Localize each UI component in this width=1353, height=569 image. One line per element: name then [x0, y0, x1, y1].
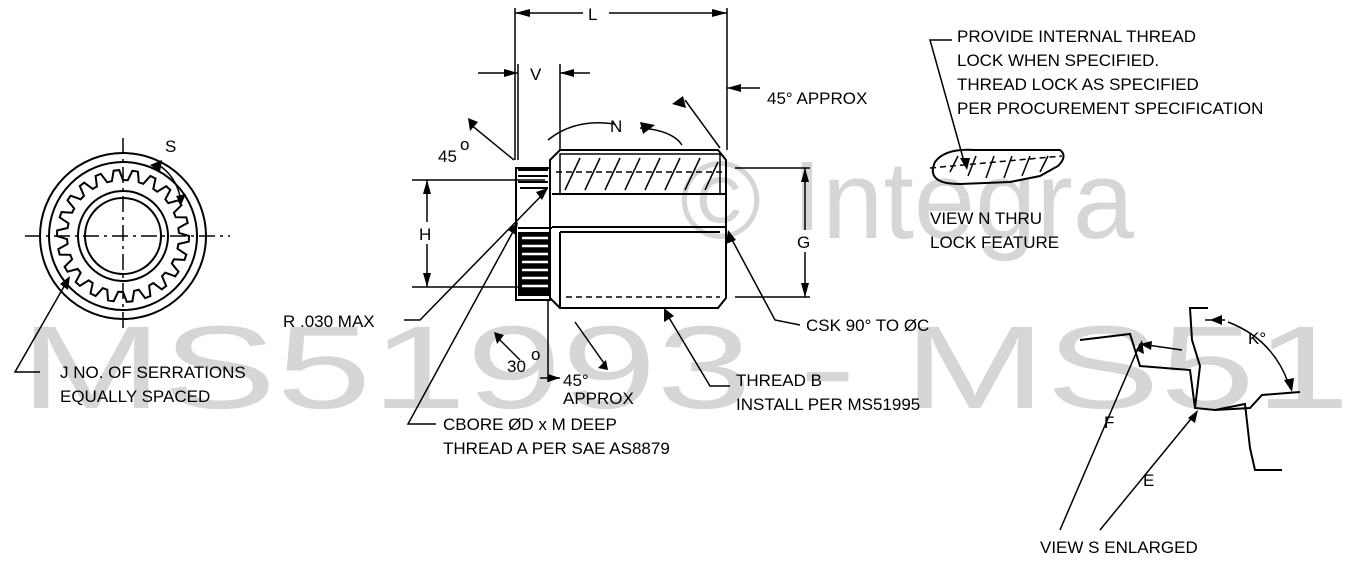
radius-note: R .030 MAX	[283, 312, 375, 331]
dim-V-label: V	[530, 65, 542, 84]
cbore-leader	[406, 227, 516, 425]
cbore-note-line1: CBORE ØD x M DEEP	[443, 415, 617, 434]
view-s: F E K° VIEW S ENLARGED	[1040, 307, 1301, 557]
dim-G-arrow-t	[801, 168, 809, 182]
serrations-note-line2: EQUALLY SPACED	[60, 387, 210, 406]
view-s-arrowhead-2	[176, 194, 186, 205]
dim-H-label: H	[419, 225, 431, 244]
angle-45-left-arrow	[468, 118, 478, 131]
angle-30-label: 30	[507, 357, 526, 376]
csk-note: CSK 90° TO ØC	[806, 316, 929, 335]
watermark: © Integra MS51993 - MS51	[20, 139, 1350, 434]
thread-b-line1: THREAD B	[736, 371, 822, 390]
end-view-bore-inner	[84, 197, 162, 275]
angle-45-top-label: 45° APPROX	[767, 89, 867, 108]
serrations-leader	[13, 282, 67, 373]
lock-note-line3: THREAD LOCK AS SPECIFIED	[957, 75, 1199, 94]
end-view-bore-outer	[77, 190, 169, 282]
dim-K-label: K°	[1248, 329, 1266, 348]
thread-b-leader	[667, 315, 730, 387]
angle-45-left-label: 45	[438, 147, 457, 166]
dim-H-arrow-t	[423, 180, 431, 194]
view-n-title-line2: LOCK FEATURE	[930, 233, 1059, 252]
serrated-head-teeth-top	[518, 169, 548, 189]
lock-feature-sketch	[931, 148, 1065, 186]
angle-45-bot-arrow	[548, 374, 560, 382]
csk-leader-arrow	[726, 230, 736, 244]
dim-K-arc	[1227, 321, 1291, 389]
end-view-ring-circle	[48, 161, 198, 311]
top-thread-hatch	[564, 157, 719, 191]
serrations-leader-arrow	[60, 276, 70, 290]
view-n: PROVIDE INTERNAL THREAD LOCK WHEN SPECIF…	[929, 27, 1263, 252]
dim-H-mask	[416, 222, 438, 244]
angle-45-left-degree: o	[460, 135, 469, 154]
angle-45-bot-diag	[574, 321, 607, 367]
lock-note-line2: LOCK WHEN SPECIFIED.	[957, 51, 1159, 70]
dim-G-mask	[794, 230, 816, 252]
dim-G-label: G	[797, 233, 810, 252]
lock-feature-hidden	[929, 155, 1063, 169]
lock-note-leader	[929, 39, 966, 166]
dim-N-label: N	[610, 117, 622, 136]
dim-K-arrow-2	[1284, 378, 1294, 392]
view-n-title-line1: VIEW N THRU	[930, 209, 1042, 228]
serrations-note-line1: J NO. OF SERRATIONS	[60, 363, 246, 382]
watermark-copyright: © Integra	[680, 139, 1135, 262]
dim-N-arrow	[640, 122, 655, 134]
view-s-arrow	[159, 165, 181, 197]
view-s-arrowhead	[150, 160, 162, 172]
serrated-head-teeth-bot	[518, 232, 550, 296]
angle-45-top-chamfer-line	[684, 99, 721, 149]
dim-L-arrow-r	[712, 9, 727, 17]
dim-L-mask	[583, 2, 609, 22]
thread-b-line2: INSTALL PER MS51995	[736, 395, 920, 414]
radius-leader-arrow	[536, 188, 548, 200]
angle-30-arrow	[494, 332, 504, 344]
end-view-serrations	[55, 169, 191, 303]
lock-note-line1: PROVIDE INTERNAL THREAD	[957, 27, 1196, 46]
cbore-leader-arrow	[508, 222, 518, 235]
dim-L-arrow-l	[515, 9, 530, 17]
dim-F-label: F	[1104, 413, 1114, 432]
dim-E-arrow	[1188, 410, 1198, 423]
angle-30-degree: o	[531, 345, 540, 364]
dim-N-arc	[547, 121, 616, 141]
dim-H-arrow-b	[423, 273, 431, 287]
dim-F-line	[1059, 343, 1141, 531]
serration-profile-3	[1214, 391, 1301, 411]
watermark-part-range: MS51993 - MS51	[20, 302, 1350, 434]
cbore-note-line2: THREAD A PER SAE AS8879	[443, 439, 670, 458]
section-view: L V 45° APPROX N 45 o H	[283, 2, 929, 458]
dim-F-arrow-2	[1140, 341, 1152, 350]
end-view-outer-circle	[39, 152, 207, 320]
lock-note-arrow	[960, 158, 970, 170]
angle-45-bot-label-1: 45°	[563, 371, 589, 390]
angle-45-bot-arrow-2	[598, 360, 608, 370]
lock-feature-hatch	[949, 155, 1049, 179]
dim-K-arrow-1	[1210, 315, 1222, 325]
serration-profile-2	[1188, 307, 1208, 409]
view-s-title: VIEW S ENLARGED	[1040, 538, 1198, 557]
serration-profile	[1079, 332, 1282, 471]
end-view: S J NO. OF SERRATIONS EQUALLY SPACED	[13, 137, 246, 406]
dim-E-line	[1099, 413, 1196, 531]
angle-45-bot-label-2: APPROX	[563, 389, 634, 408]
radius-leader	[404, 191, 546, 321]
dim-L-label: L	[588, 5, 597, 24]
dim-E-label: E	[1143, 471, 1154, 490]
thread-b-leader-arrow	[664, 308, 674, 322]
dim-V-arrow-r	[560, 69, 574, 77]
angle-45-top-arrow	[727, 84, 741, 92]
dim-G-arrow-b	[801, 283, 809, 297]
csk-leader	[729, 235, 801, 326]
lock-note-line4: PER PROCUREMENT SPECIFICATION	[957, 99, 1263, 118]
dim-V-arrow-l	[504, 69, 518, 77]
angle-45-top-arrow-2	[672, 96, 686, 108]
angle-45-left-line	[469, 123, 515, 161]
view-s-marker: S	[165, 137, 176, 156]
